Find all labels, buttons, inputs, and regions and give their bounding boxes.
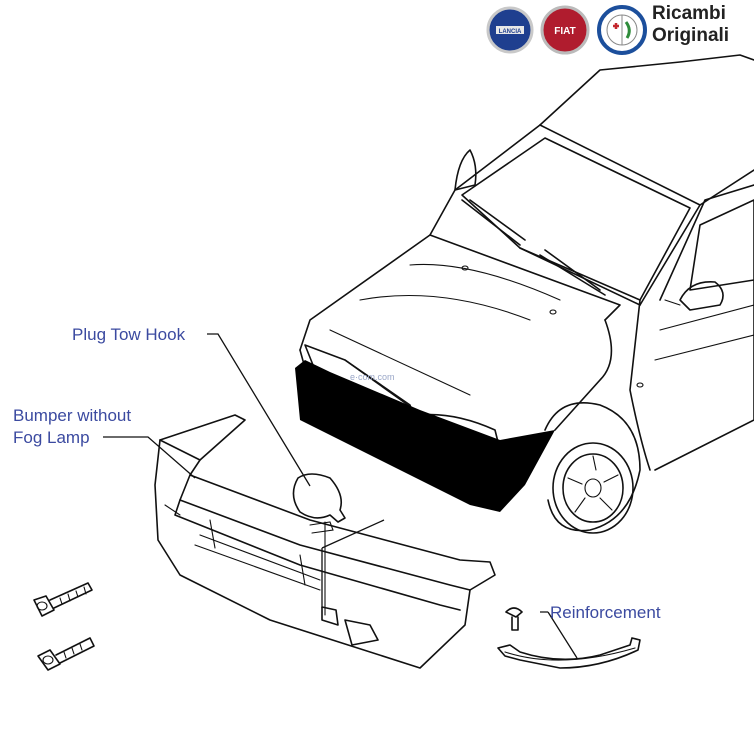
front-panel-silhouette: [295, 360, 555, 512]
leader-lines: [103, 333, 578, 659]
label-reinforcement: Reinforcement: [550, 603, 661, 622]
brand-line-2: Originali: [652, 25, 730, 46]
label-bumper-line-2: Fog Lamp: [13, 428, 90, 447]
brand-text: Ricambi Originali: [652, 3, 729, 47]
lancia-logo: LANCIA: [486, 6, 534, 54]
fiat-logo-text: FIAT: [554, 26, 575, 37]
watermark: e·com.com: [350, 372, 395, 382]
brand-line-1: Ricambi: [652, 3, 726, 24]
alfa-romeo-logo: [597, 5, 647, 55]
screw-upper: [33, 582, 93, 617]
plug-tow-hook-part: [292, 473, 346, 616]
push-clip: [505, 607, 523, 631]
bumper-part: [154, 414, 496, 669]
fiat-logo: FIAT: [540, 5, 590, 55]
lancia-logo-text: LANCIA: [499, 29, 522, 35]
label-plug-tow-hook: Plug Tow Hook: [72, 325, 186, 344]
reinforcement-part: [497, 637, 641, 669]
screw-lower: [37, 637, 95, 671]
front-wheel: [544, 401, 641, 534]
label-bumper-line-1: Bumper without: [13, 406, 132, 425]
